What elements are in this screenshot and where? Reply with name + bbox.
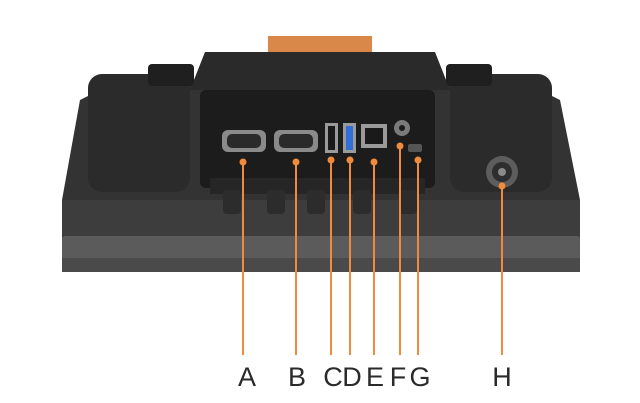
dc-jack (394, 120, 410, 136)
callout-dot-b (292, 158, 300, 166)
callout-label-e: E (366, 362, 384, 392)
right-cap (446, 64, 492, 86)
right-bumper (450, 74, 552, 192)
left-cap (148, 64, 194, 86)
lan-port (361, 124, 387, 148)
mount-feet (223, 190, 417, 214)
m12-connector (486, 156, 518, 188)
chassis-upper (190, 52, 450, 90)
callout-label-f: F (390, 362, 407, 392)
usb3-port (343, 123, 356, 153)
io-panel-lip (210, 178, 425, 194)
callout-label-c: C (323, 362, 343, 392)
callout-dot-g (414, 156, 422, 164)
base-plate-shade (62, 258, 580, 272)
callout-dot-h (498, 182, 506, 190)
serial-port-b (274, 130, 318, 152)
left-bumper (88, 74, 190, 192)
mount-foot (223, 190, 241, 214)
callout-label-h: H (492, 362, 512, 392)
mount-foot (267, 190, 285, 214)
mount-foot (399, 190, 417, 214)
callout-dot-a (239, 158, 247, 166)
callout-label-b: B (288, 362, 306, 392)
callout-dot-e (370, 158, 378, 166)
callout-label-d: D (342, 362, 362, 392)
callout-dot-c (327, 156, 335, 164)
power-button (408, 144, 422, 152)
callout-dot-f (396, 142, 404, 150)
top-tab (268, 36, 372, 54)
usb2-port (325, 123, 338, 153)
callout-dot-d (346, 156, 354, 164)
serial-port-a (222, 130, 266, 152)
mount-foot (307, 190, 325, 214)
callout-label-g: G (409, 362, 430, 392)
mount-foot (353, 190, 371, 214)
callout-label-a: A (238, 362, 256, 392)
